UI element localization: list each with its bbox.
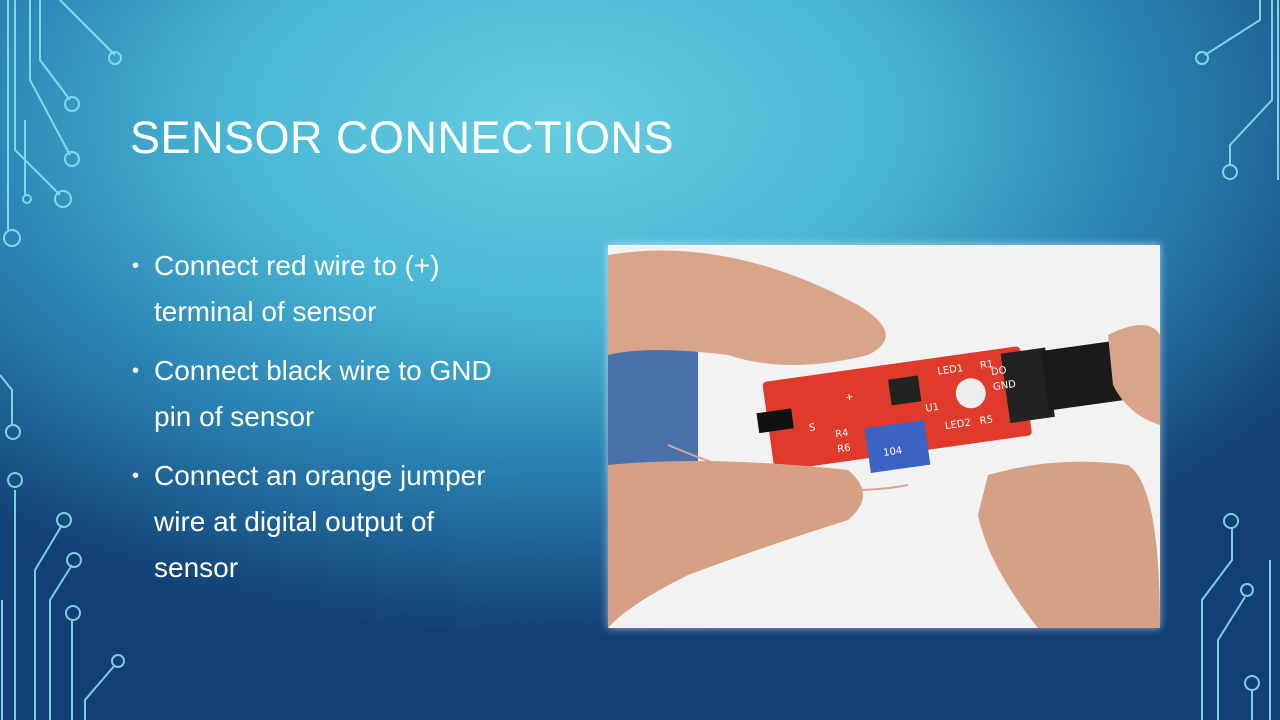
sensor-photo: LED1 R1 + GND DO LED2 R5 R4 R6 U1 S 104: [608, 245, 1160, 628]
bullet-item: • Connect black wire to GND pin of sensor: [130, 348, 510, 440]
pcb-label-do: DO: [990, 365, 1007, 378]
pcb-label-r1: R1: [979, 359, 994, 372]
bullet-item: • Connect red wire to (+) terminal of sen…: [130, 243, 510, 335]
pcb-label-led1: LED1: [937, 363, 964, 378]
pcb-label-r6: R6: [837, 443, 852, 456]
bullet-item: • Connect an orange jumper wire at digita…: [130, 453, 510, 591]
pcb-label-gnd: GND: [992, 379, 1017, 393]
bullet-text: Connect black wire to GND pin of sensor: [154, 355, 492, 432]
pcb-label-r5: R5: [979, 414, 994, 427]
circuit-decoration-left: [0, 0, 125, 720]
bullet-icon: •: [132, 255, 140, 277]
slide-title: SENSOR CONNECTIONS: [130, 112, 675, 163]
bullet-icon: •: [132, 360, 140, 382]
bullet-text: Connect red wire to (+) terminal of sens…: [154, 250, 440, 327]
pcb-label-r4: R4: [835, 428, 850, 441]
circuit-decoration-right: [1195, 0, 1279, 720]
bullet-icon: •: [132, 465, 140, 487]
bullet-list: • Connect red wire to (+) terminal of sen…: [130, 243, 510, 604]
sensor-module-illustration: LED1 R1 + GND DO LED2 R5 R4 R6 U1 S 104: [608, 245, 1160, 628]
pcb-label-plus: +: [844, 392, 854, 404]
pcb-label-s: S: [808, 422, 816, 434]
pcb-label-u1: U1: [925, 402, 940, 415]
potentiometer-label: 104: [883, 445, 903, 459]
pcb-label-led2: LED2: [944, 418, 971, 433]
bullet-text: Connect an orange jumper wire at digital…: [154, 460, 486, 583]
